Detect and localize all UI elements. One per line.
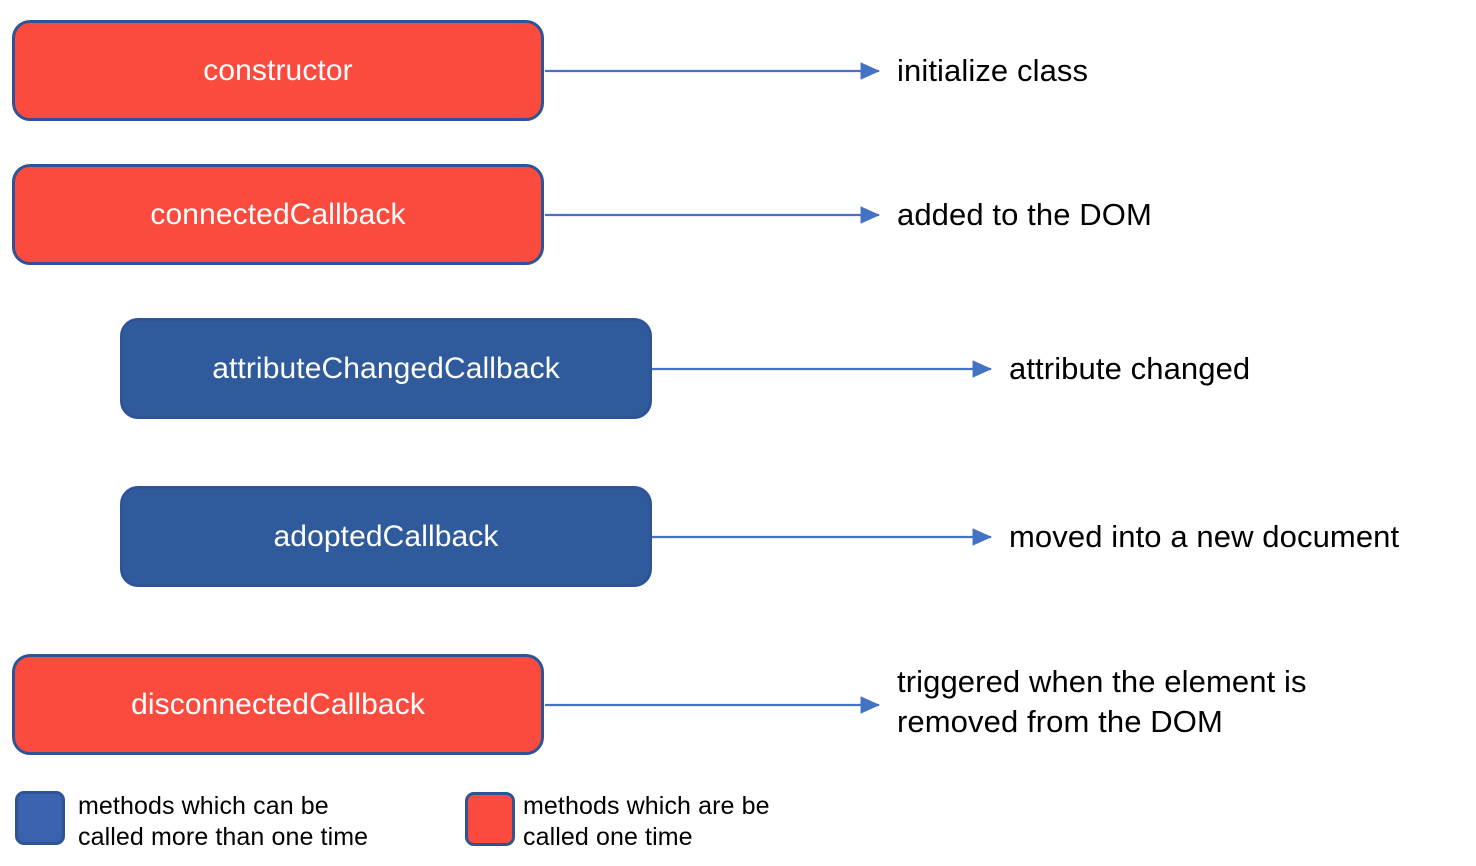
description-connectedcallback: added to the DOM xyxy=(897,197,1152,232)
description-attributechangedcallback: attribute changed xyxy=(1009,351,1251,386)
description-constructor: initialize class xyxy=(897,53,1089,88)
legend-label-blue: methods which can be called more than on… xyxy=(78,792,369,851)
node-constructor[interactable]: constructor xyxy=(12,20,544,121)
node-connectedcallback[interactable]: connectedCallback xyxy=(12,164,544,265)
description-adoptedcallback: moved into a new document xyxy=(1009,519,1400,554)
legend-swatch-red xyxy=(465,792,515,846)
node-adoptedcallback[interactable]: adoptedCallback xyxy=(120,486,652,587)
node-disconnectedcallback[interactable]: disconnectedCallback xyxy=(12,654,544,755)
legend-swatch-blue xyxy=(15,791,65,845)
legend-label-red: methods which are be called one time xyxy=(523,792,770,851)
description-disconnectedcallback: triggered when the element is removed fr… xyxy=(897,664,1307,739)
node-attributechangedcallback[interactable]: attributeChangedCallback xyxy=(120,318,652,419)
